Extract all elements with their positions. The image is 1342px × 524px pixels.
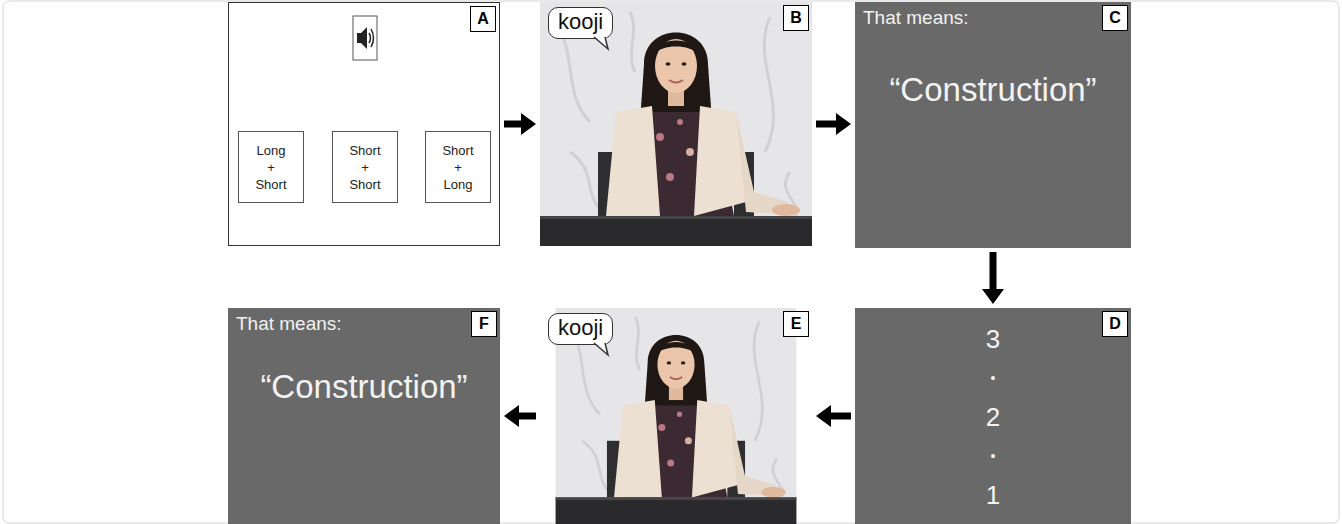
figure-frame xyxy=(3,1,1339,523)
flow-arrow xyxy=(816,113,851,135)
caption-text: That means: xyxy=(236,313,342,335)
countdown-number: 1 xyxy=(986,482,1000,508)
spoken-word: kooji xyxy=(558,315,603,341)
speech-bubble: kooji xyxy=(548,7,613,39)
caption-text: That means: xyxy=(863,7,969,29)
flow-arrow xyxy=(504,113,536,135)
bubble-tail xyxy=(593,36,611,49)
speaker-icon xyxy=(353,16,377,60)
option-box: Long + Short xyxy=(238,131,304,203)
option-box: Short + Long xyxy=(425,131,491,203)
option-label: Long + Short xyxy=(254,142,288,193)
figure-panel: F That means: “Construction” xyxy=(228,308,500,524)
spoken-word: kooji xyxy=(558,9,603,35)
panel-letter: A xyxy=(470,6,496,32)
flow-arrow xyxy=(816,405,851,427)
figure-panel: A Long + Short Short + Short Short + Long xyxy=(228,2,500,246)
countdown-number: • xyxy=(991,449,996,463)
countdown-number: 2 xyxy=(986,404,1000,430)
option-label: Short + Long xyxy=(441,142,475,193)
figure-panel: Bkooji xyxy=(540,2,812,246)
figure-panel: D 3 • 2 • 1 xyxy=(855,308,1131,524)
flow-arrow xyxy=(504,405,536,427)
figure-panel: Ekooji xyxy=(540,308,812,524)
meaning-text: “Construction” xyxy=(855,71,1131,109)
option-label: Short + Short xyxy=(348,142,382,193)
panel-letter: B xyxy=(783,5,809,31)
countdown-number: 3 xyxy=(986,326,1000,352)
panel-letter: D xyxy=(1102,311,1128,337)
figure-panel: C That means: “Construction” xyxy=(855,2,1131,248)
option-box: Short + Short xyxy=(332,131,398,203)
countdown-column: 3 • 2 • 1 xyxy=(855,326,1131,508)
bubble-tail xyxy=(593,342,611,355)
panel-letter: E xyxy=(783,311,809,337)
flow-arrow xyxy=(982,252,1004,304)
panel-letter: C xyxy=(1102,5,1128,31)
speech-bubble: kooji xyxy=(548,313,613,345)
meaning-text: “Construction” xyxy=(228,368,500,406)
countdown-number: • xyxy=(991,371,996,385)
video-still xyxy=(540,2,812,246)
panel-letter: F xyxy=(471,311,497,337)
